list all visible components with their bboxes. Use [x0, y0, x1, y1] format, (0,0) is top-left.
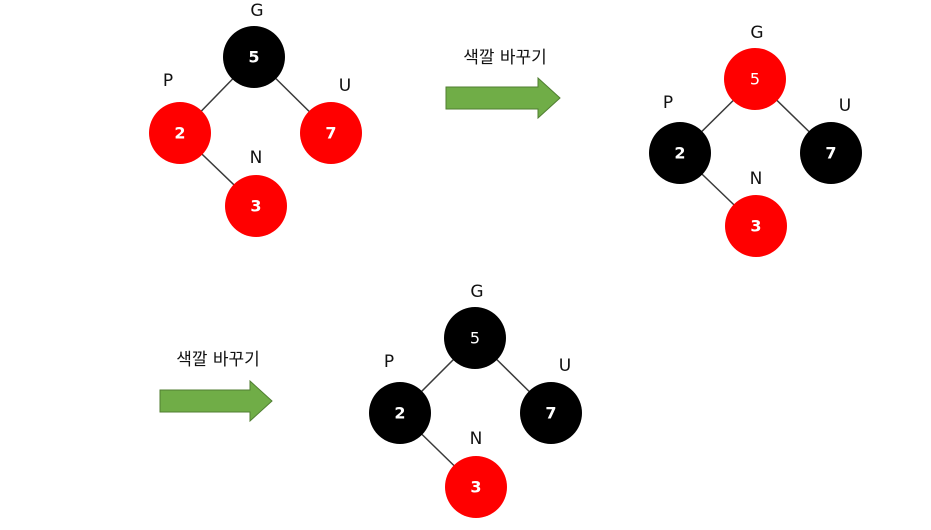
tree-2: 5 2 7 3 G P U N	[649, 23, 862, 257]
node-u-value: 7	[325, 124, 336, 143]
right-arrow-icon	[159, 379, 273, 423]
node-g	[223, 26, 285, 88]
role-label-u: U	[559, 356, 571, 376]
role-label-p: P	[663, 93, 673, 113]
role-label-u: U	[339, 76, 351, 96]
role-label-n: N	[470, 429, 483, 449]
node-g-value: 5	[248, 48, 259, 67]
role-label-p: P	[163, 71, 173, 91]
role-label-p: P	[384, 352, 394, 372]
node-p	[369, 382, 431, 444]
node-u-value: 7	[545, 404, 556, 423]
node-u	[800, 122, 862, 184]
tree-3: 5 2 7 3 G P U N	[369, 282, 582, 518]
role-label-g: G	[470, 282, 483, 302]
node-p-value: 2	[394, 404, 405, 423]
role-label-g: G	[750, 23, 763, 43]
transition-label: 색깔 바꾸기	[176, 350, 260, 370]
node-u	[300, 102, 362, 164]
node-n-value: 3	[250, 197, 261, 216]
node-u-value: 7	[825, 144, 836, 163]
node-n	[225, 175, 287, 237]
right-arrow-icon	[445, 76, 561, 120]
node-g-value: 5	[470, 329, 480, 348]
node-g	[444, 307, 506, 369]
role-label-n: N	[250, 148, 263, 168]
node-p	[149, 102, 211, 164]
node-g	[724, 48, 786, 110]
node-u	[520, 382, 582, 444]
role-label-u: U	[839, 96, 851, 116]
role-label-n: N	[750, 169, 763, 189]
tree-1: 5 2 7 3 G P U N	[149, 1, 362, 237]
node-g-value: 5	[750, 70, 760, 89]
transition-2: 색깔 바꾸기	[159, 350, 273, 423]
node-n-value: 3	[470, 478, 481, 497]
node-p	[649, 122, 711, 184]
node-n	[725, 195, 787, 257]
node-n-value: 3	[750, 217, 761, 236]
node-n	[445, 456, 507, 518]
node-p-value: 2	[174, 124, 185, 143]
node-p-value: 2	[674, 144, 685, 163]
transition-1: 색깔 바꾸기	[445, 48, 561, 120]
role-label-g: G	[250, 1, 263, 21]
transition-label: 색깔 바꾸기	[463, 48, 547, 68]
